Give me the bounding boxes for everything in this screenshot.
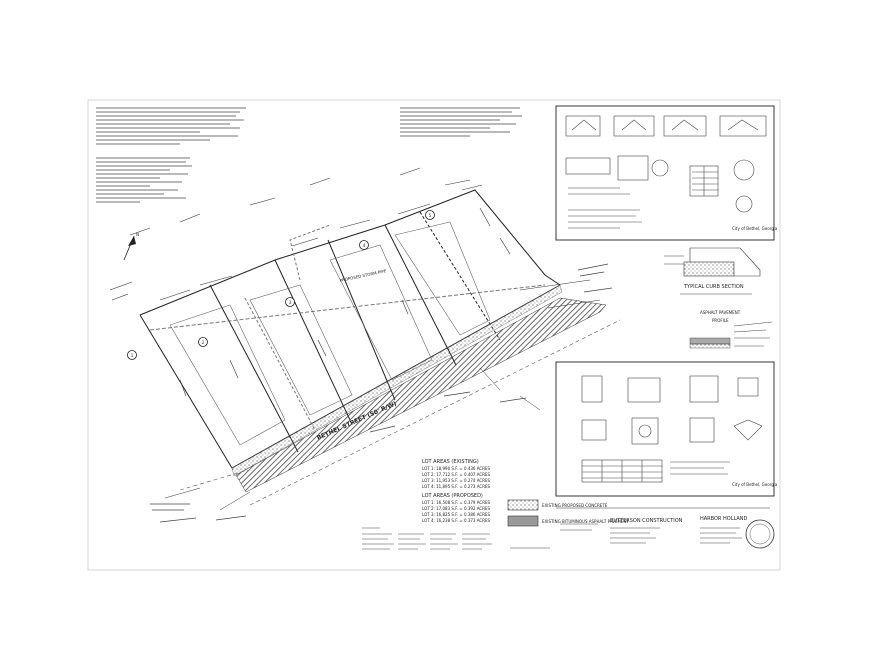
- north-arrow-icon: [123, 235, 136, 261]
- callout-text: [150, 263, 613, 523]
- panel-caption-bottom: City of Bethel, Georgia: [732, 482, 778, 487]
- legend-swatch-asphalt: [507, 515, 539, 527]
- lot-areas-proposed-row: LOT 3: 16,825 S.F. = 0.386 ACRES: [422, 512, 491, 517]
- lot-areas-proposed: LOT AREAS (PROPOSED) LOT 1: 16,508 S.F. …: [422, 493, 491, 523]
- detail-panel-top: City of Bethel, Georgia: [555, 105, 778, 241]
- general-notes: [96, 107, 246, 203]
- building-lines: [169, 221, 491, 446]
- legend-swatch-concrete: [507, 499, 539, 511]
- lot-marker-1: [127, 350, 137, 360]
- lot-number-4: 4: [363, 243, 366, 248]
- asphalt-profile: ASPHALT PAVEMENT PROFILE: [689, 310, 773, 349]
- detail-panel-bottom: City of Bethel, Georgia: [555, 361, 778, 497]
- lot-marker-3: [285, 297, 295, 307]
- lot-areas-proposed-row: LOT 1: 16,508 S.F. = 0.379 ACRES: [422, 500, 491, 505]
- lot-number-2: 2: [202, 340, 205, 345]
- lot-marker-4: [359, 240, 369, 250]
- asphalt-pavement: [235, 297, 607, 493]
- lot-areas-existing-heading: LOT AREAS (EXISTING): [422, 459, 479, 465]
- lot-markers: [127, 210, 435, 360]
- sheet-border: [87, 99, 781, 571]
- curb-section-title: TYPICAL CURB SECTION: [683, 284, 744, 290]
- panel-caption-top: City of Bethel, Georgia: [732, 226, 778, 231]
- lot-areas-proposed-heading: LOT AREAS (PROPOSED): [422, 493, 483, 499]
- north-label: N: [136, 232, 139, 237]
- asphalt-profile-title: ASPHALT PAVEMENT: [700, 310, 741, 315]
- bearing-labels: [109, 167, 511, 397]
- lot-marker-2: [198, 337, 208, 347]
- lot-areas-existing-row: LOT 2: 17,712 S.F. = 0.407 ACRES: [422, 472, 491, 477]
- asphalt-profile-sub: PROFILE: [712, 318, 729, 323]
- lot-areas-existing: LOT AREAS (EXISTING) LOT 1: 18,990 S.F. …: [422, 459, 491, 489]
- lot-areas-proposed-row: LOT 4: 16,238 S.F. = 0.373 ACRES: [422, 518, 491, 523]
- title-block-engineer: HARBOR HOLLAND: [700, 516, 748, 522]
- proposed-storm-label: PROPOSED STORM PIPE: [339, 268, 387, 283]
- lot-areas-existing-row: LOT 4: 11,895 S.F. = 0.273 ACRES: [422, 484, 491, 489]
- lot-number-1: 1: [131, 353, 134, 358]
- construction-notes: [400, 107, 522, 137]
- lot-number-3: 3: [289, 300, 292, 305]
- concrete-sidewalk: [231, 284, 563, 477]
- road-centerline: [179, 319, 621, 506]
- curb-section: TYPICAL CURB SECTION: [664, 247, 761, 295]
- title-block-contractor: BUTTERSON CONSTRUCTION: [610, 518, 683, 524]
- legend-label-concrete: EXISTING PROPOSED CONCRETE: [542, 503, 608, 508]
- lot-areas-proposed-row: LOT 2: 17,083 S.F. = 0.392 ACRES: [422, 506, 491, 511]
- legend-label-asphalt: EXISTING BITUMINOUS ASPHALT PAVEMENT: [542, 519, 629, 524]
- callout-lines: [164, 279, 601, 511]
- lot-areas-existing-row: LOT 3: 11,953 S.F. = 0.274 ACRES: [422, 478, 491, 483]
- title-block: BUTTERSON CONSTRUCTION HARBOR HOLLAND: [556, 507, 775, 549]
- lot-number-5: 5: [429, 213, 432, 218]
- abbreviations: [362, 527, 550, 550]
- engineer-seal: [745, 519, 775, 549]
- lot-marker-5: [425, 210, 435, 220]
- legend: EXISTING PROPOSED CONCRETE EXISTING BITU…: [507, 499, 629, 527]
- lot-areas-existing-row: LOT 1: 18,990 S.F. = 0.436 ACRES: [422, 466, 491, 471]
